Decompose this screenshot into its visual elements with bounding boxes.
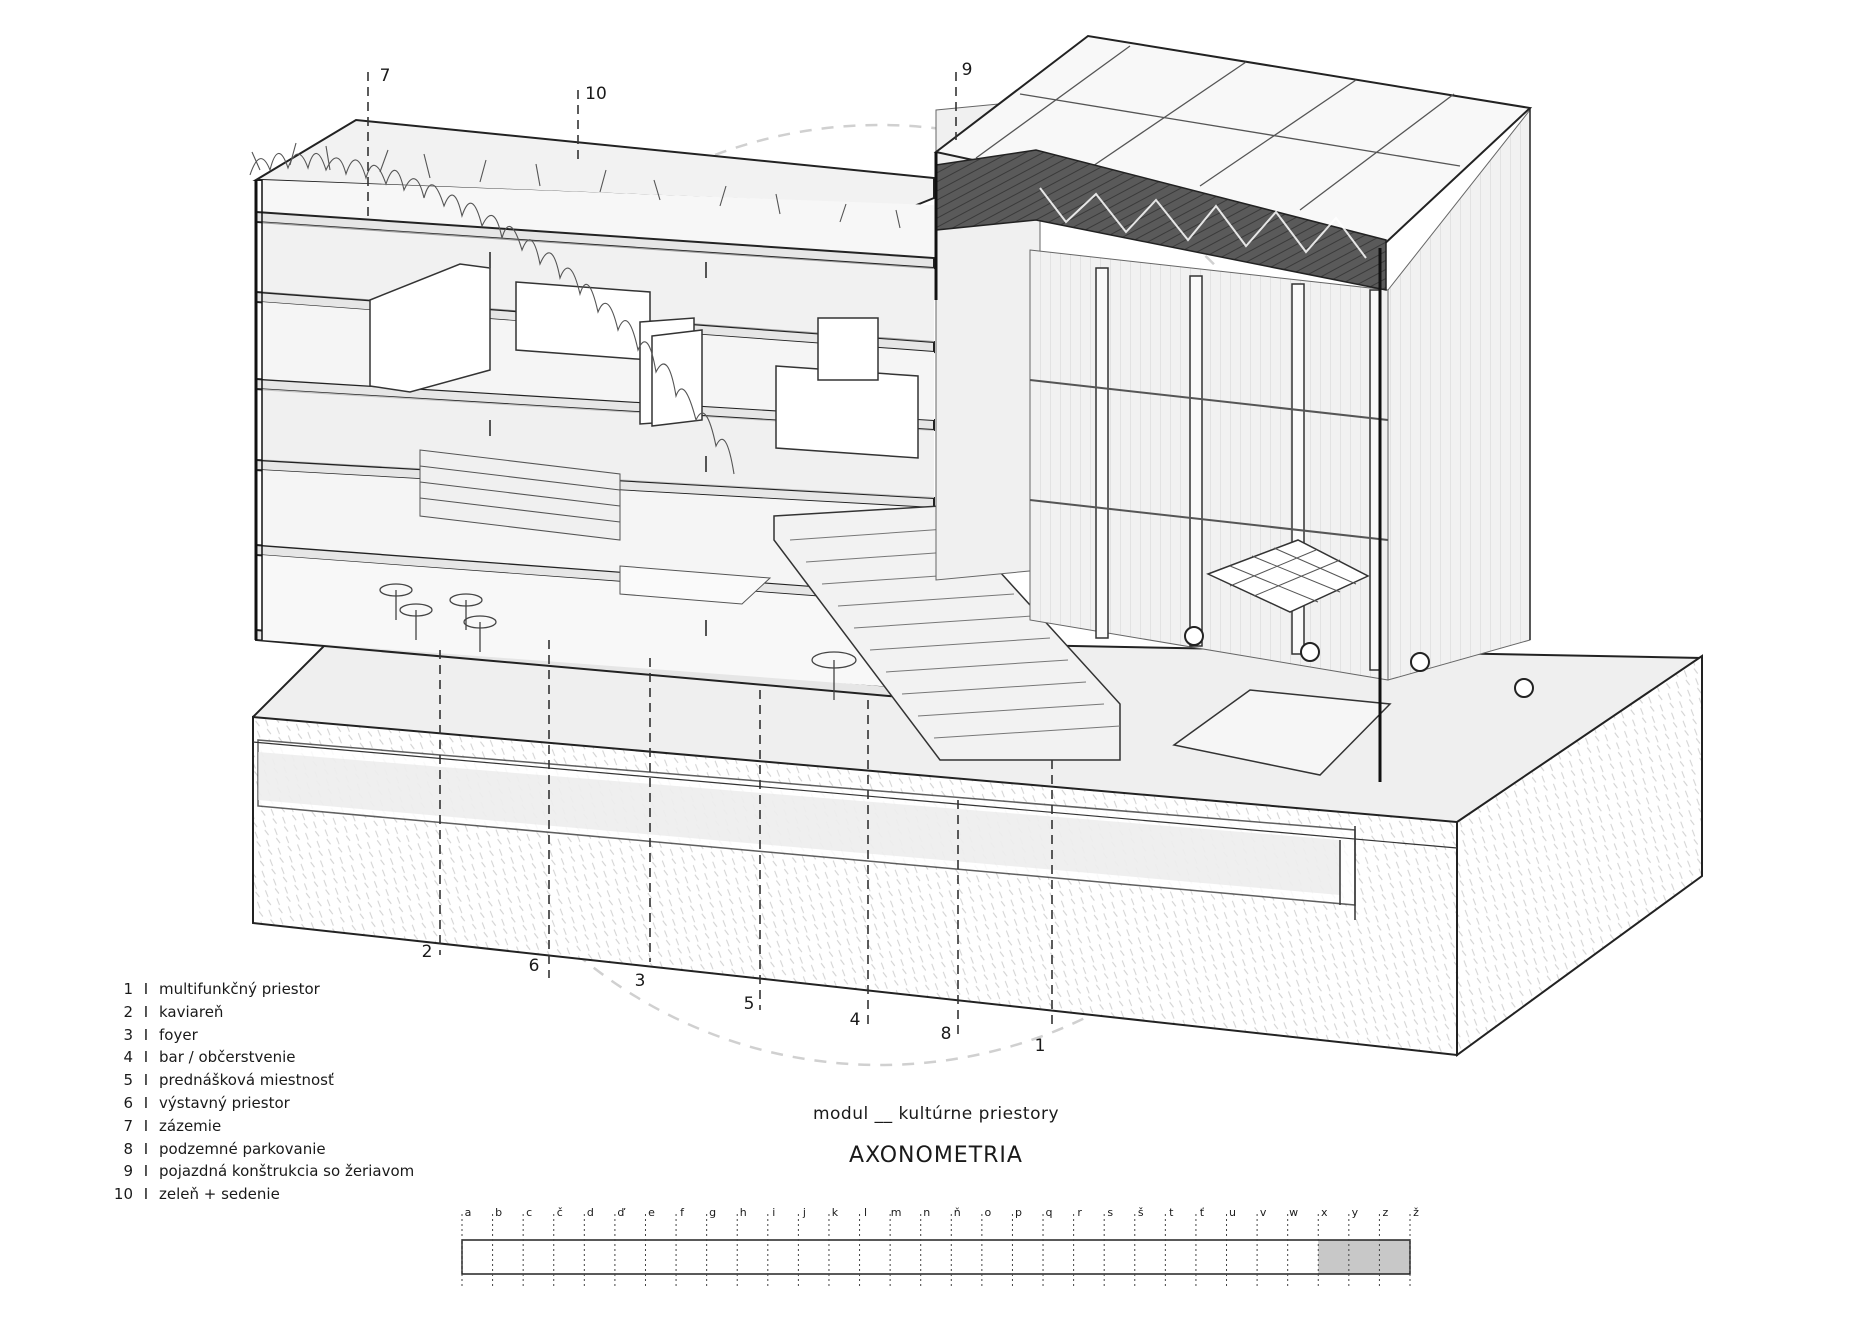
scale-bar-label: ď [617,1206,625,1219]
scale-bar-label: z [1382,1206,1389,1219]
right-tower [933,34,1534,782]
roof-plants [249,142,901,475]
scale-bar-label: o [984,1206,992,1219]
scale-bar-label: i [772,1206,776,1219]
scale-bar-frame [461,1239,1411,1275]
scale-bar-label: k [831,1206,839,1219]
callout-3: 3 [634,971,646,991]
scale-bar-label: v [1259,1206,1267,1219]
scale-bar-label: h [739,1206,747,1219]
scale-bar-label: d [586,1206,594,1219]
scale-bar-label: q [1045,1206,1053,1219]
scale-bar-label: f [680,1206,684,1219]
scale-bar-label: ž [1413,1206,1419,1219]
callout-1: 1 [1034,1036,1046,1056]
scale-bar-label: x [1320,1206,1328,1219]
scale-bar-label: s [1107,1206,1114,1219]
scale-bar-label: w [1289,1206,1299,1219]
scale-bar-label: m [890,1206,902,1219]
scale-bar-label: ň [953,1206,961,1219]
left-building [249,118,935,702]
drawing-subtitle: modul __ kultúrne priestory [812,1104,1060,1124]
scale-bar-label: b [495,1206,503,1219]
scale-bar-label: u [1229,1206,1237,1219]
callout-5: 5 [743,994,755,1014]
scale-bar-label: e [648,1206,655,1219]
callout-10: 10 [585,84,607,104]
callout-2: 2 [421,942,433,962]
callout-7: 7 [379,66,391,86]
auditorium-steps [773,505,1392,776]
callout-4: 4 [849,1010,861,1030]
callout-lines [367,72,1053,1040]
scale-bar-label: c [526,1206,533,1219]
scale-bar-label: l [864,1206,868,1219]
scale-bar-label: y [1351,1206,1359,1219]
scale-bar-label: j [802,1206,806,1219]
callout-6: 6 [528,956,540,976]
callout-9: 9 [961,60,973,80]
scale-bar-label: a [464,1206,472,1219]
callout-8: 8 [940,1024,952,1044]
drawing-title: AXONOMETRIA [849,1143,1023,1168]
scale-bar-label: r [1077,1206,1082,1219]
scale-bar-label: ť [1199,1206,1205,1219]
scale-bar-label: p [1014,1206,1022,1219]
scale-bar-label: t [1169,1206,1174,1219]
scale-bar-label: n [923,1206,931,1219]
scale-bar-label: š [1137,1206,1144,1219]
scale-bar-highlight [1318,1240,1410,1274]
scale-bar-label: g [709,1206,717,1219]
scale-bar-label: č [556,1206,563,1219]
